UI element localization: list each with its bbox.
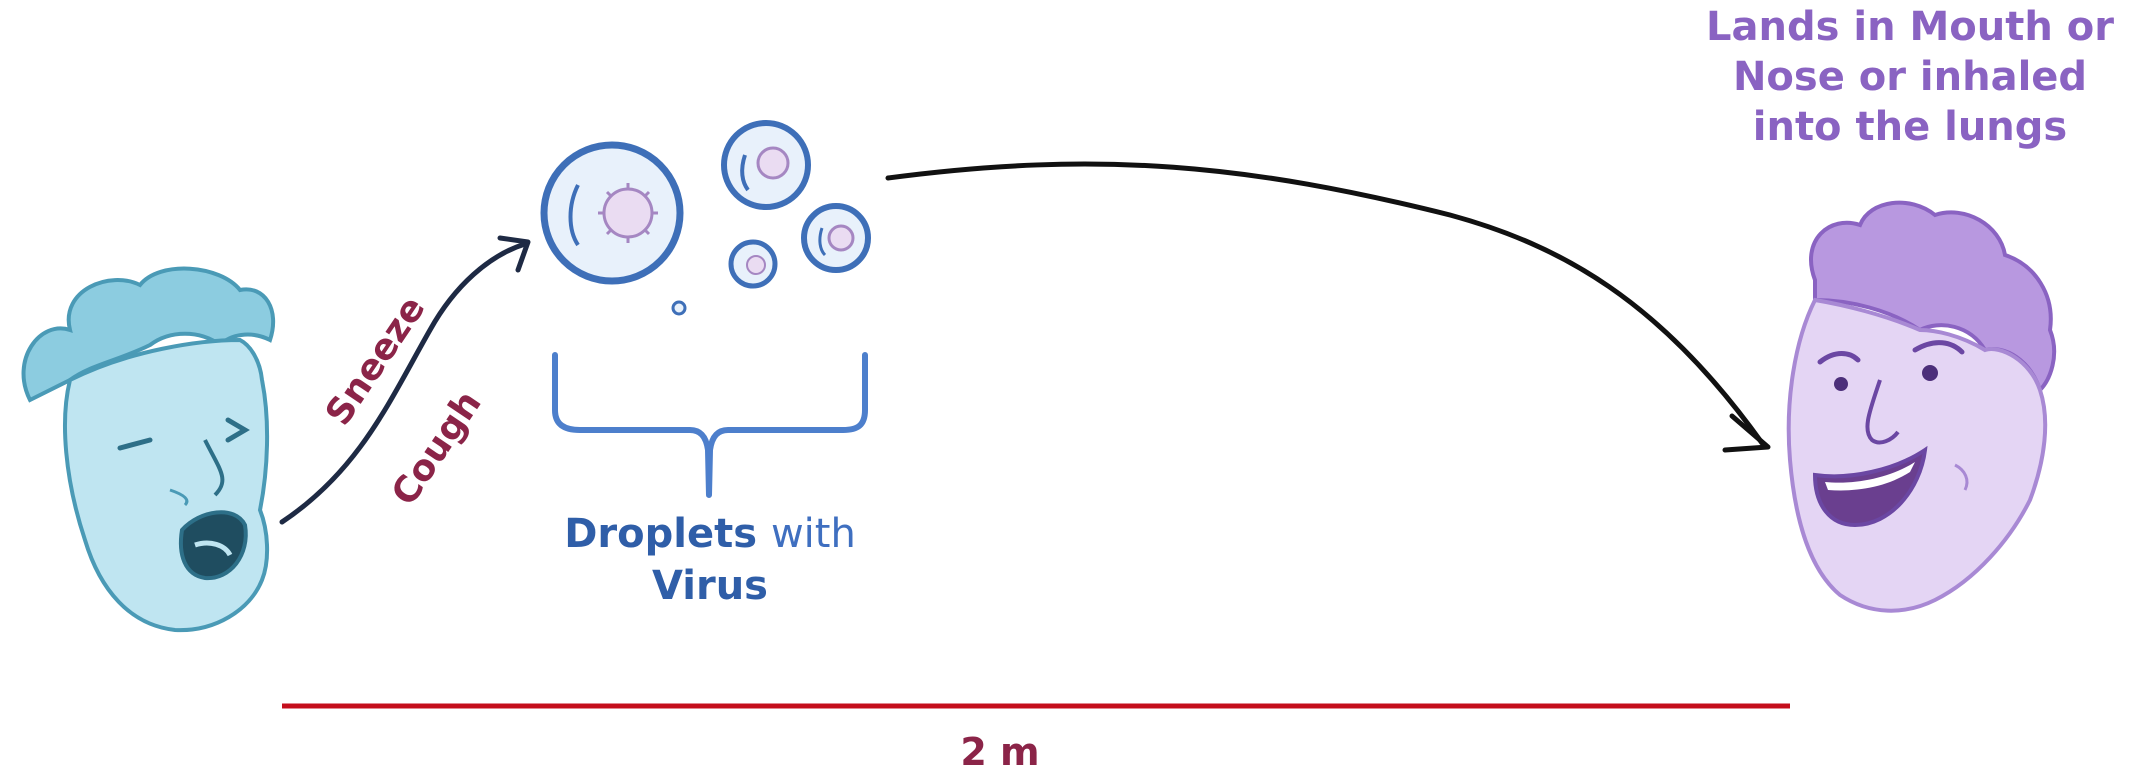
droplet-travel-arrow	[888, 164, 1768, 450]
receiver-label: Lands in Mouth or Nose or inhaled into t…	[1690, 2, 2130, 152]
virus-droplet-icon	[544, 123, 868, 314]
sick-person-face-icon	[24, 269, 274, 631]
droplets-label: Droplets with Virus	[520, 508, 900, 612]
droplets-word: Droplets	[564, 511, 757, 557]
smiling-person-face-icon	[1789, 203, 2054, 611]
with-word: with	[771, 511, 856, 557]
droplet-brace	[555, 355, 865, 495]
distance-label: 2 m	[900, 730, 1100, 774]
virus-word: Virus	[652, 563, 768, 609]
